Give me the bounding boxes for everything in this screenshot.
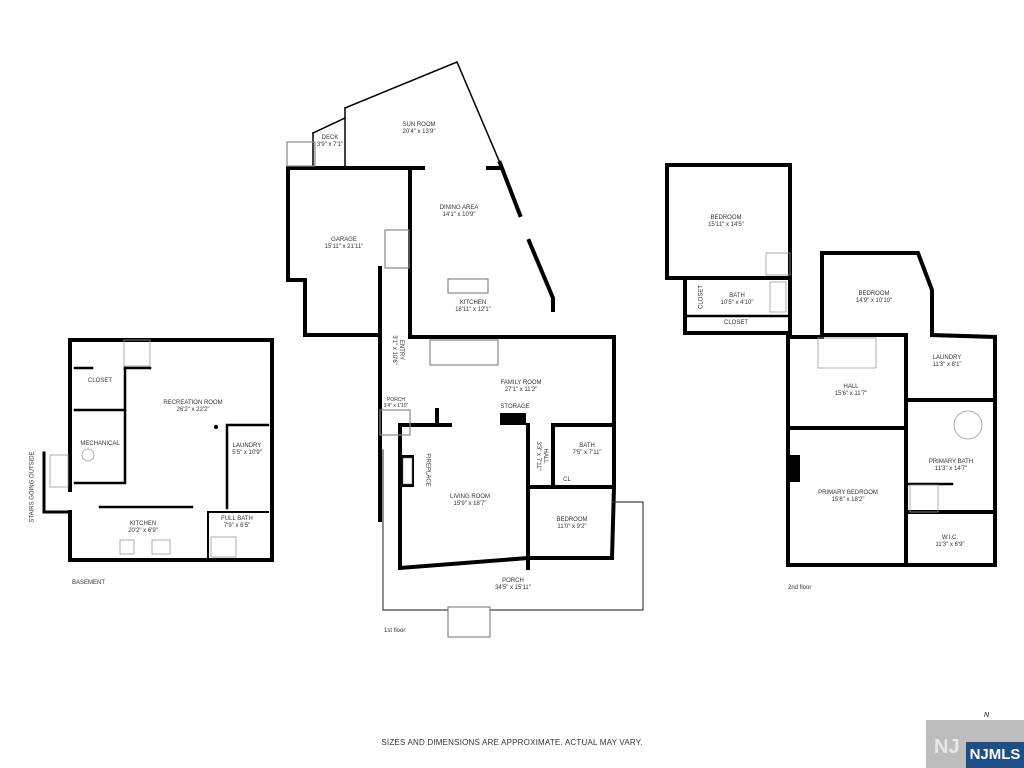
porch-outline: [286, 141, 644, 638]
room-label: STORAGE: [500, 404, 530, 410]
room-label: CLOSET: [87, 378, 113, 384]
logo-badge: NJMLS: [966, 742, 1024, 768]
floor-label-second: 2nd floor: [788, 585, 812, 591]
second-floor-fixtures: [765, 252, 983, 513]
room-label: MECHANICAL: [80, 441, 120, 447]
room-label: FIREPLACE: [424, 453, 431, 487]
room-label: CLOSET: [698, 284, 705, 310]
njmls-logo: NJ N NJMLS: [926, 712, 1024, 768]
disclaimer: SIZES AND DIMENSIONS ARE APPROXIMATE. AC…: [381, 738, 643, 747]
basement-fixtures: [49, 339, 237, 558]
sunroom-outline: [312, 61, 501, 167]
compass-north-icon: N: [984, 712, 990, 719]
second-floor-walls: [665, 163, 997, 567]
basement-walls: [42, 338, 274, 562]
room-label: CLOSET: [723, 320, 749, 326]
stairs-label: STAIRS GOING OUTSIDE: [29, 451, 36, 523]
floor-label-first: 1st floor: [384, 628, 406, 634]
room-label: CL: [563, 477, 571, 483]
room-label: W.I.C.11'3" x 6'9": [935, 535, 965, 548]
storage-block: [500, 413, 526, 425]
floor-label-basement: BASEMENT: [72, 580, 106, 586]
